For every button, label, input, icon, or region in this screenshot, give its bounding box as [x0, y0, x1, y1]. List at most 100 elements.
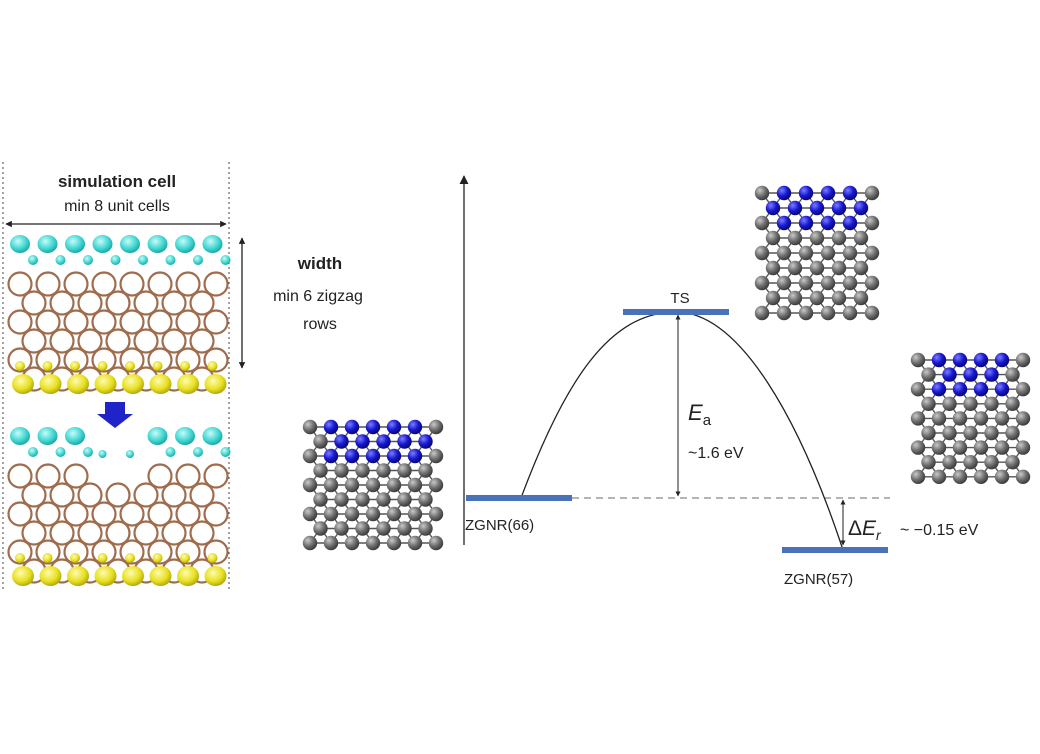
isosurface-lobe	[15, 361, 25, 371]
carbon-atom	[776, 305, 792, 321]
carbon-atom	[809, 290, 825, 306]
isosurface-lobe	[92, 235, 113, 253]
isosurface-lobe	[98, 450, 107, 458]
carbon-atom	[842, 305, 858, 321]
nitrogen-atom	[344, 419, 360, 435]
nitrogen-atom	[365, 448, 381, 464]
isosurface-lobe	[10, 235, 30, 253]
isosurface-lobe	[97, 553, 108, 563]
isosurface-lobe	[97, 361, 108, 371]
carbon-atom	[355, 521, 370, 536]
nitrogen-atom	[853, 200, 869, 216]
lattice-ring	[133, 328, 159, 354]
carbon-atom	[910, 469, 926, 484]
carbon-atom	[820, 245, 836, 261]
lattice-ring	[133, 482, 159, 508]
nitrogen-atom	[787, 200, 803, 216]
carbon-atom	[1015, 440, 1031, 455]
lattice-ring	[119, 501, 145, 527]
carbon-atom	[1005, 425, 1020, 441]
nitrogen-atom	[365, 419, 381, 435]
carbon-atom	[776, 245, 792, 261]
carbon-atom	[787, 290, 803, 306]
lattice-ring	[7, 463, 33, 489]
lattice-ring	[119, 271, 145, 297]
lattice-ring	[91, 271, 117, 297]
carbon-atom	[864, 275, 880, 291]
carbon-atom	[765, 230, 781, 246]
carbon-atom	[313, 521, 328, 536]
isosurface-lobe	[147, 427, 168, 445]
lattice-ring	[21, 328, 47, 354]
isosurface-lobe	[165, 255, 176, 265]
nitrogen-atom	[994, 352, 1010, 368]
nitrogen-atom	[765, 200, 781, 216]
carbon-atom	[376, 492, 391, 507]
nitrogen-atom	[809, 200, 825, 216]
carbon-atom	[428, 419, 444, 435]
carbon-atom	[942, 455, 957, 470]
lattice-ring	[133, 520, 159, 546]
carbon-atom	[776, 275, 792, 291]
lattice-ring	[63, 501, 89, 527]
carbon-atom	[853, 230, 869, 246]
width-title: width	[297, 254, 342, 273]
carbon-atom	[344, 477, 360, 493]
isosurface-lobe	[42, 553, 53, 563]
transformation-arrow-icon	[97, 402, 133, 428]
isosurface-lobe	[204, 566, 227, 586]
isosurface-lobe	[126, 450, 134, 458]
isosurface-lobe	[55, 447, 66, 457]
lattice-ring	[35, 539, 61, 565]
nitrogen-atom	[942, 367, 957, 382]
carbon-atom	[921, 455, 936, 470]
nitrogen-atom	[798, 185, 814, 201]
ea-symbol: E	[688, 400, 703, 425]
carbon-atom	[397, 463, 412, 478]
carbon-atom	[952, 440, 968, 455]
carbon-atom	[386, 506, 402, 522]
isosurface-lobe	[122, 374, 144, 394]
lattice-ring	[105, 482, 131, 508]
isosurface-lobe	[28, 447, 38, 457]
isosurface-lobe	[28, 255, 38, 265]
final-state-level	[782, 547, 888, 553]
lattice-ring	[91, 501, 117, 527]
nitrogen-atom	[952, 352, 968, 368]
carbon-atom	[853, 260, 869, 276]
carbon-atom	[831, 260, 847, 276]
isosurface-lobe	[149, 374, 172, 394]
carbon-atom	[842, 275, 858, 291]
isosurface-lobe	[152, 361, 163, 371]
nitrogen-atom	[973, 352, 989, 368]
isosurface-lobe	[193, 255, 203, 265]
isosurface-lobe	[207, 553, 218, 563]
nitrogen-atom	[952, 382, 968, 397]
isosurface-lobe	[67, 374, 89, 394]
nitrogen-atom	[323, 419, 339, 435]
carbon-atom	[952, 469, 968, 484]
isosurface-lobe	[207, 361, 218, 371]
lattice-ring	[21, 520, 47, 546]
carbon-atom	[1015, 469, 1031, 484]
carbon-atom	[798, 245, 814, 261]
isosurface-lobe	[180, 553, 190, 563]
isosurface-lobe	[165, 447, 176, 457]
nitrogen-atom	[376, 434, 391, 449]
lattice-ring	[161, 328, 187, 354]
er-symbol: E	[862, 517, 877, 540]
nitrogen-atom	[776, 185, 792, 201]
width-line-1: min 6 zigzag	[273, 288, 363, 305]
lattice-ring	[175, 463, 201, 489]
isosurface-lobe	[37, 235, 58, 253]
lattice-ring	[63, 309, 89, 335]
initial-state-label: ZGNR(66)	[465, 517, 534, 534]
carbon-atom	[1015, 382, 1031, 397]
isosurface-lobe	[70, 553, 80, 563]
carbon-atom	[973, 411, 989, 426]
carbon-atom	[910, 440, 926, 455]
isosurface-lobe	[39, 374, 62, 394]
lattice-ring	[21, 482, 47, 508]
final-structure-image	[910, 352, 1031, 484]
lattice-ring	[77, 328, 103, 354]
